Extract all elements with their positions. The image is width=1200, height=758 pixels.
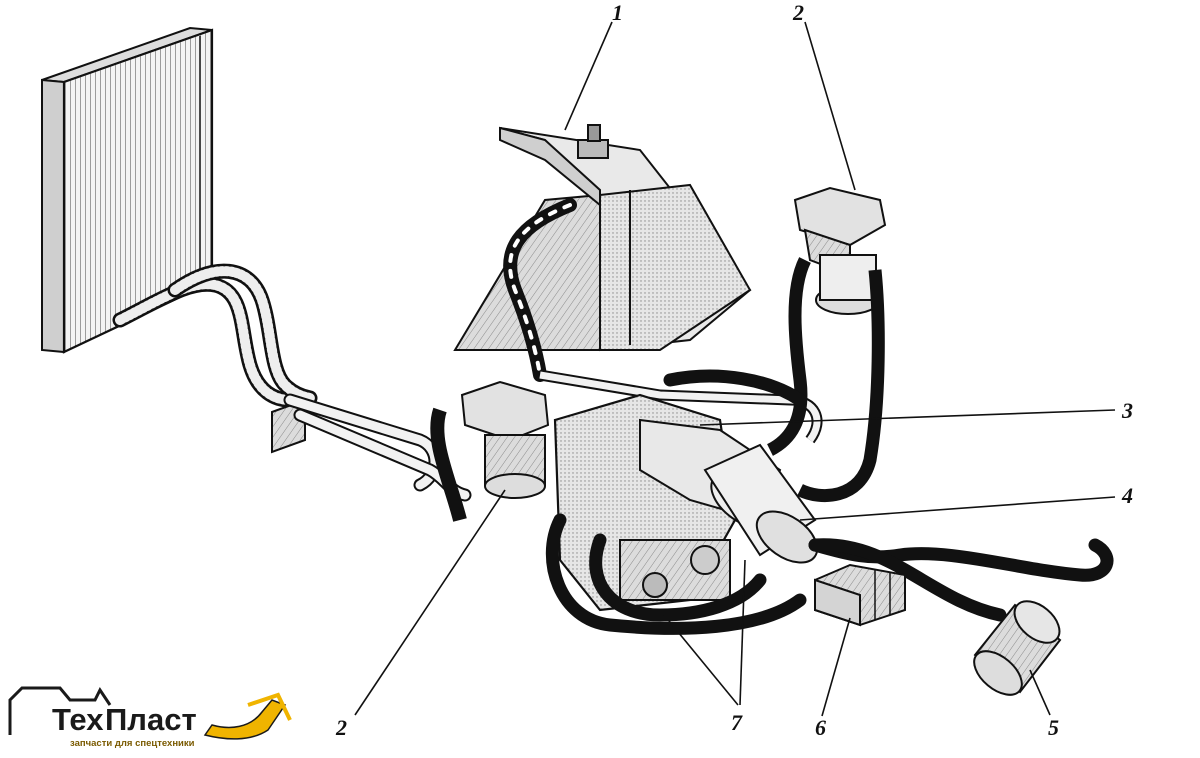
hose [430,407,467,522]
oil-tank-icon [453,124,752,352]
filter-icon [973,600,1062,696]
pressure-hose [797,269,885,502]
filter-icon [793,186,887,315]
distributor-icon [814,563,906,627]
excavator-arm-icon [203,699,287,740]
callout-2-bottom: 2 [335,715,347,740]
logo-tagline: запчасти для спецтехники [70,738,195,749]
radiator-icon [41,26,214,354]
callout-6: 6 [815,715,826,740]
logo-brand-part2: Пласт [105,702,197,737]
callout-2-top: 2 [792,0,804,25]
leader-lines [354,21,1116,717]
corrugated-hoses [112,263,318,408]
callout-5: 5 [1048,715,1059,740]
brand-logo: Тех Пласт запчасти для спецтехники [8,686,292,749]
filter-icon [460,380,550,499]
callout-4: 4 [1121,483,1133,508]
logo-brand-part1: Тех [52,702,104,737]
hose-bundle [545,369,1114,635]
callout-7: 7 [731,710,743,735]
callout-3: 3 [1121,398,1133,423]
pressure-hose [766,257,811,456]
excavator-logo-icon [8,686,112,735]
callout-1: 1 [612,0,623,25]
